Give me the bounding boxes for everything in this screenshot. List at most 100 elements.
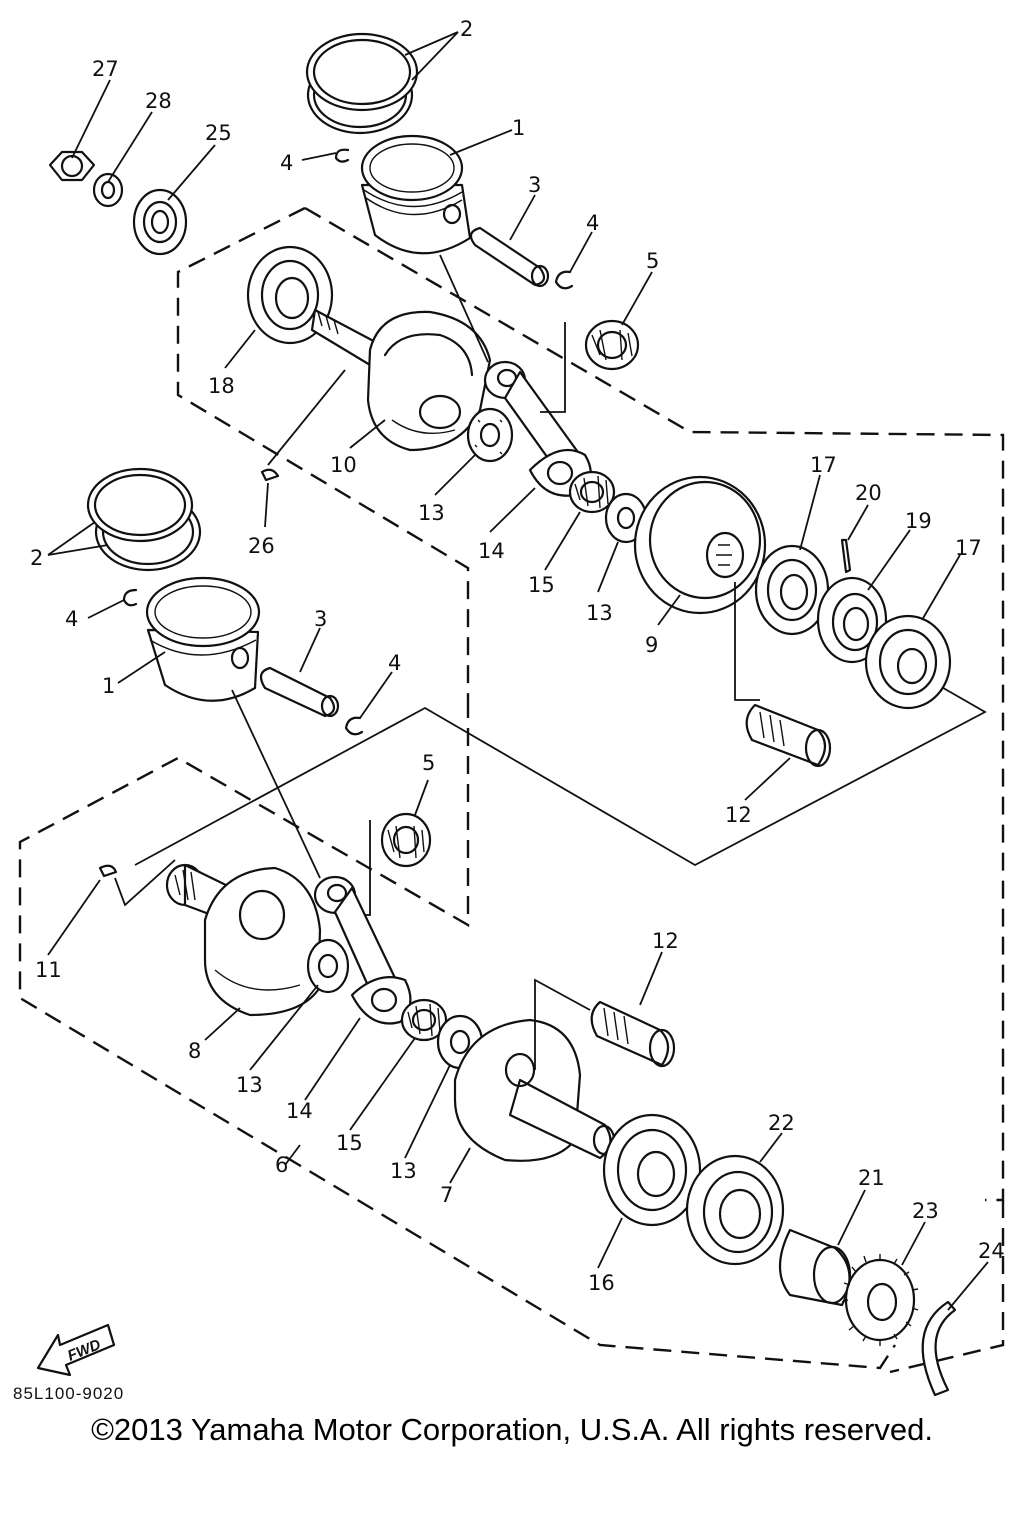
oil-seal-22-icon <box>685 1154 785 1266</box>
washer-28-icon <box>92 172 124 208</box>
dowel-pin-20-icon <box>840 538 852 574</box>
clip-lower-left-icon <box>122 588 138 607</box>
leader-23 <box>901 1221 926 1266</box>
callout-12-lower: 12 <box>652 929 679 953</box>
leader-13-lb <box>404 1064 451 1159</box>
leader-2-lower-b <box>47 544 109 556</box>
diagram-code: 85L100-9020 <box>13 1384 125 1403</box>
bearing-16-icon <box>602 1113 702 1227</box>
leader-1-upper <box>449 129 513 156</box>
callout-24: 24 <box>978 1239 1005 1263</box>
key-link-line <box>114 859 176 907</box>
callout-5-lower: 5 <box>422 751 435 775</box>
thrust-washer-13-lower-a-icon <box>306 938 350 994</box>
crank-pin-guide-upper <box>734 582 760 701</box>
woodruff-key-26-icon <box>260 468 280 482</box>
oil-seal-25-icon <box>132 188 188 256</box>
sprocket-23-icon <box>841 1254 919 1346</box>
leader-16 <box>597 1217 623 1269</box>
leader-21 <box>837 1189 866 1246</box>
callout-23: 23 <box>912 1199 939 1223</box>
leader-26 <box>264 482 269 528</box>
leader-19 <box>867 529 911 591</box>
leader-14-lower <box>304 1017 361 1101</box>
forward-arrow-icon: FWD <box>36 1323 116 1377</box>
leader-4-lr <box>359 671 393 719</box>
callout-2-upper: 2 <box>460 17 473 41</box>
bearing-17-left-icon <box>754 544 830 636</box>
nut-27-icon <box>48 150 96 182</box>
callout-15-lower: 15 <box>336 1131 363 1155</box>
crank-pin-12-lower-icon <box>590 1000 676 1068</box>
callout-1-lower: 1 <box>102 674 115 698</box>
callout-13-ua: 13 <box>418 501 445 525</box>
leader-22 <box>759 1132 783 1163</box>
leader-28 <box>107 111 153 183</box>
callout-8: 8 <box>188 1039 201 1063</box>
piston-to-rod-line-upper <box>439 254 489 363</box>
clip-lower-right-icon <box>344 716 364 736</box>
callout-6: 6 <box>275 1153 288 1177</box>
leader-12-lower <box>639 951 663 1006</box>
callout-9: 9 <box>645 633 658 657</box>
callout-13-la: 13 <box>236 1073 263 1097</box>
roller-bearing-15-upper-icon <box>568 470 616 514</box>
leader-4-ll <box>87 599 125 619</box>
callout-26: 26 <box>248 534 275 558</box>
leader-13-ub <box>597 541 619 593</box>
bearing-guide-upper <box>540 322 566 413</box>
callout-10: 10 <box>330 453 357 477</box>
copyright-notice: ©2013 Yamaha Motor Corporation, U.S.A. A… <box>91 1412 933 1447</box>
leader-10 <box>349 419 386 449</box>
piston-pin-lower-icon <box>259 666 340 718</box>
callout-4-ll: 4 <box>65 607 78 631</box>
callout-17-left: 17 <box>810 453 837 477</box>
crank-to-key-line <box>267 369 346 466</box>
callout-28: 28 <box>145 89 172 113</box>
bearing-17-right-icon <box>864 614 952 710</box>
crank-web-8-icon <box>203 866 322 1017</box>
piston-rings-lower-icon <box>86 467 202 572</box>
callout-1-upper: 1 <box>512 116 525 140</box>
callout-5-upper: 5 <box>646 249 659 273</box>
leader-5-lower <box>414 779 429 816</box>
leader-5-upper <box>621 271 653 326</box>
callout-17-right: 17 <box>955 536 982 560</box>
leader-25 <box>167 144 216 201</box>
leader-9 <box>657 594 681 626</box>
leader-4-ur <box>569 231 593 273</box>
leader-18 <box>224 329 256 369</box>
thrust-washer-13-upper-a-icon <box>466 407 514 463</box>
leader-3-upper <box>509 194 536 241</box>
clip-upper-left-icon <box>334 148 350 163</box>
roller-bearing-15-lower-icon <box>400 998 448 1042</box>
needle-bearing-5-lower-icon <box>380 812 432 868</box>
lower-assembly-outline-right <box>889 1200 1005 1374</box>
callout-22: 22 <box>768 1111 795 1135</box>
leader-17-right <box>921 554 961 621</box>
circlip-24-icon <box>921 1300 957 1397</box>
callout-12-upper: 12 <box>725 803 752 827</box>
leader-11 <box>47 879 101 956</box>
callout-4-ur: 4 <box>586 211 599 235</box>
callout-25: 25 <box>205 121 232 145</box>
leader-4-ul <box>301 152 337 161</box>
piston-lower-icon <box>145 576 261 702</box>
leader-1-lower <box>117 651 166 684</box>
woodruff-key-11-icon <box>98 864 118 878</box>
callout-15-upper: 15 <box>528 573 555 597</box>
callout-3-upper: 3 <box>528 173 541 197</box>
leader-13-ua <box>434 454 476 496</box>
leader-2-upper-b <box>411 31 459 81</box>
leader-15-upper <box>544 511 581 571</box>
upper-assembly-outline <box>176 206 470 700</box>
piston-rings-upper-icon <box>305 32 419 135</box>
leader-27 <box>71 79 111 159</box>
crank-pin-guide-lower <box>534 978 591 1070</box>
leader-12-upper <box>744 757 791 801</box>
callout-4-ul: 4 <box>280 151 293 175</box>
upper-assembly-outline-right <box>304 206 1005 1202</box>
callout-11: 11 <box>35 958 62 982</box>
callout-4-lr: 4 <box>388 651 401 675</box>
leader-17-left <box>799 474 821 551</box>
